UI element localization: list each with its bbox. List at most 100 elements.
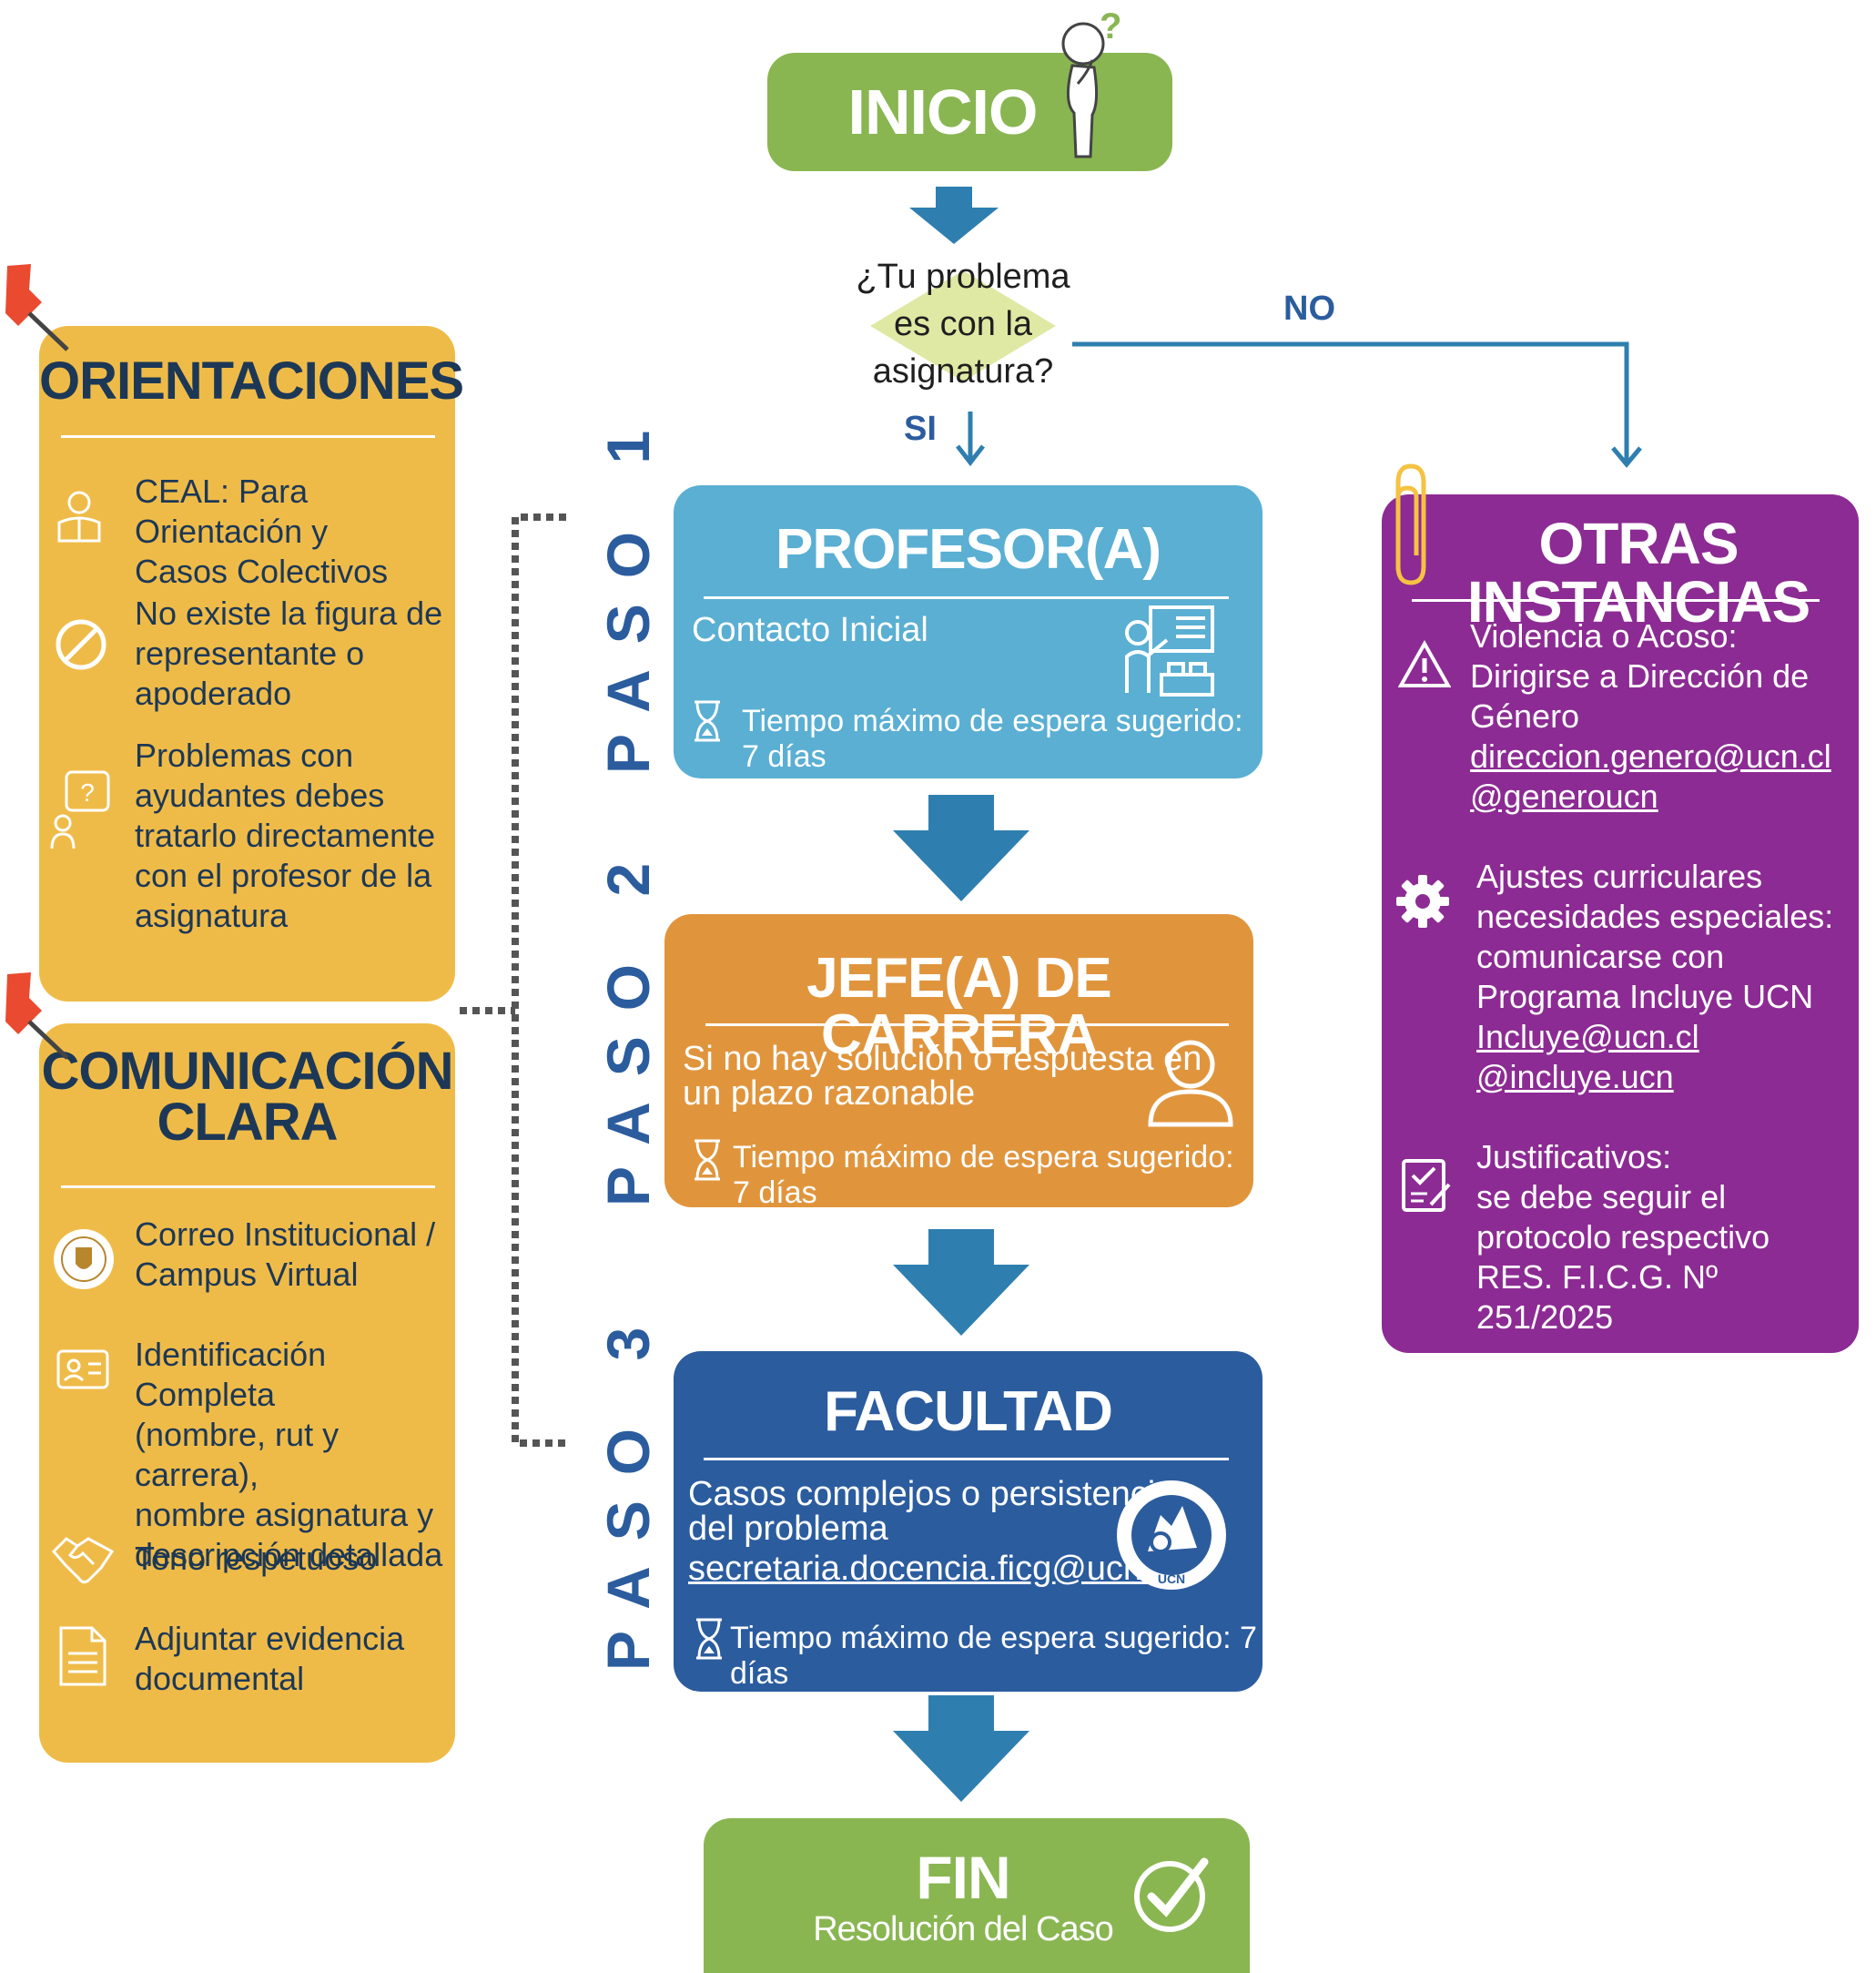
genero-handle-link[interactable]: @generoucn [1470, 778, 1658, 815]
decision-question: ¿Tu problema es con la asignatura? [847, 253, 1080, 395]
step2-text-line-1: Si no hay solución o respuesta en [683, 1040, 1202, 1078]
otras-title: OTRAS INSTANCIAS [1466, 511, 1810, 635]
item-line: con el profesor de la [135, 857, 432, 894]
university-seal-icon [54, 1229, 114, 1289]
inicio-box: INICIO [767, 53, 1172, 171]
step1-divider [704, 596, 1229, 599]
step2-title: JEFE(A) DE CARRERA [806, 947, 1111, 1066]
fin-subtitle: Resolución del Caso [813, 1910, 1114, 1948]
no-connector [1072, 341, 1629, 463]
justificativos-line-2: se debe seguir el [1476, 1178, 1727, 1215]
otras-divider [1412, 599, 1820, 602]
hourglass-icon [695, 1139, 720, 1181]
paso-1-label: PASO 1 [594, 404, 662, 774]
step3-wait: Tiempo máximo de espera sugerido: 7 días [730, 1621, 1257, 1691]
pushpin-icon [5, 972, 69, 1060]
violencia-line-3: Género [1470, 697, 1580, 735]
incluye-email-link[interactable]: Incluye@ucn.cl [1476, 1018, 1699, 1055]
item-line: Problemas con [135, 737, 354, 774]
item-line: No existe la figura de [135, 595, 443, 632]
paperclip-icon [1395, 463, 1426, 585]
comunicacion-item-3: Tono respetuoso [135, 1539, 377, 1579]
otras-panel: OTRAS INSTANCIAS Violencia o Acoso: Diri… [1382, 494, 1859, 1353]
yes-label: SI [904, 410, 937, 448]
inicio-label: INICIO [847, 76, 1039, 147]
justificativos-line-1: Justificativos: [1476, 1138, 1672, 1175]
justificativos-line-4: RES. F.I.C.G. Nº 251/2025 [1476, 1258, 1719, 1336]
item-line: Identificación Completa [135, 1336, 327, 1413]
ajustes-line-4: Programa Incluye UCN [1476, 978, 1814, 1015]
step3-email-link[interactable]: secretaria.docencia.ficg@ucn.cl [688, 1550, 1178, 1588]
justificativos-line-3: protocolo respectivo [1476, 1218, 1770, 1256]
step2-box: JEFE(A) DE CARRERA Si no hay solución o … [664, 914, 1253, 1210]
paso-3-label: PASO 3 [594, 1301, 662, 1671]
comunicacion-item-2: Identificación Completa (nombre, rut y c… [135, 1335, 455, 1575]
item-line: nombre asignatura y [135, 1496, 434, 1533]
incluye-handle-link[interactable]: @incluye.ucn [1476, 1058, 1674, 1095]
step2-text: Si no hay solución o respuesta en un pla… [683, 1042, 1202, 1111]
item-line: tratarlo directamente [135, 817, 436, 854]
comunicacion-panel: COMUNICACIÓN CLARA Correo Institucional … [39, 1023, 455, 1763]
arrow-step2-step3 [893, 1229, 1029, 1336]
arrow-step3-fin [893, 1695, 1029, 1802]
item-line: Tono respetuoso [135, 1540, 378, 1577]
step1-title: PROFESOR(A) [776, 518, 1161, 581]
question-line-2: es con la [893, 305, 1033, 343]
fin-title: FIN [916, 1844, 1010, 1911]
violencia-block: Violencia o Acoso: Dirigirse a Dirección… [1470, 616, 1831, 817]
pushpin-icon [5, 264, 69, 351]
arrow-step1-step2 [893, 795, 1029, 901]
arrow-inicio-decision [909, 187, 999, 244]
comunicacion-title-line-2: CLARA [157, 1093, 339, 1152]
step1-wait: Tiempo máximo de espera sugerido: 7 días [742, 704, 1243, 774]
orientaciones-divider [61, 435, 435, 438]
item-line: documental [135, 1660, 305, 1697]
item-line: apoderado [135, 675, 292, 712]
comunicacion-item-4: Adjuntar evidencia documental [135, 1619, 404, 1699]
teacher-board-icon [1125, 605, 1214, 697]
genero-email-link[interactable]: direccion.genero@ucn.cl [1470, 737, 1831, 775]
question-line-1: ¿Tu problema [856, 258, 1070, 296]
hourglass-icon [695, 700, 720, 742]
item-line: asignatura [135, 897, 289, 934]
thinking-person-icon: ? [1061, 6, 1121, 158]
orientaciones-panel: ORIENTACIONES CEAL: Para Orientación y C… [39, 326, 464, 1002]
svg-text:?: ? [80, 778, 95, 807]
no-arrow-head [1611, 446, 1642, 468]
item-line: Correo Institucional / [135, 1215, 436, 1253]
ajustes-line-2: necesidades especiales: [1476, 898, 1834, 935]
item-line: ayudantes debes [135, 777, 385, 814]
no-label: NO [1283, 290, 1335, 328]
fin-box: FIN Resolución del Caso [704, 1818, 1250, 1973]
ajustes-line-3: comunicarse con [1476, 938, 1725, 975]
comunicacion-title-line-1: COMUNICACIÓN [41, 1042, 454, 1101]
step2-wait: Tiempo máximo de espera sugerido: 7 días [733, 1140, 1234, 1210]
orientacion-item-1: CEAL: Para Orientación y Casos Colectivo… [135, 472, 455, 592]
violencia-line-1: Violencia o Acoso: [1470, 617, 1738, 655]
orientacion-item-2: No existe la figura de representante o a… [135, 594, 442, 714]
gear-icon [1396, 875, 1449, 928]
ficg-logo-ucn: UCN [1158, 1571, 1185, 1586]
step3-text: Casos complejos o persistencia del probl… [688, 1477, 1177, 1586]
item-line: descripción detallada [135, 1536, 443, 1573]
step3-text-line-2: del problema [688, 1510, 888, 1548]
person-icon [1148, 1040, 1233, 1127]
warning-icon [1398, 640, 1451, 687]
item-line: representante o [135, 635, 365, 672]
hourglass-icon [696, 1618, 722, 1660]
justificativos-block: Justificativos: se debe seguir el protoc… [1476, 1137, 1859, 1337]
id-card-icon [56, 1349, 109, 1389]
person-question-bubble-icon: ? [50, 770, 110, 849]
step3-divider [704, 1458, 1229, 1460]
svg-text:?: ? [1100, 6, 1121, 46]
step1-box: PROFESOR(A) Contacto Inicial Tiempo máxi… [674, 485, 1262, 778]
step2-divider [705, 1023, 1229, 1026]
document-icon [59, 1626, 106, 1686]
step1-subtitle: Contacto Inicial [692, 611, 928, 649]
si-arrow-head [956, 444, 985, 467]
question-line-3: asignatura? [872, 352, 1054, 391]
violencia-line-2: Dirigirse a Dirección de [1470, 657, 1810, 695]
item-line: Casos Colectivos [135, 553, 389, 590]
orientacion-item-3: Problemas con ayudantes debes tratarlo d… [135, 736, 435, 936]
